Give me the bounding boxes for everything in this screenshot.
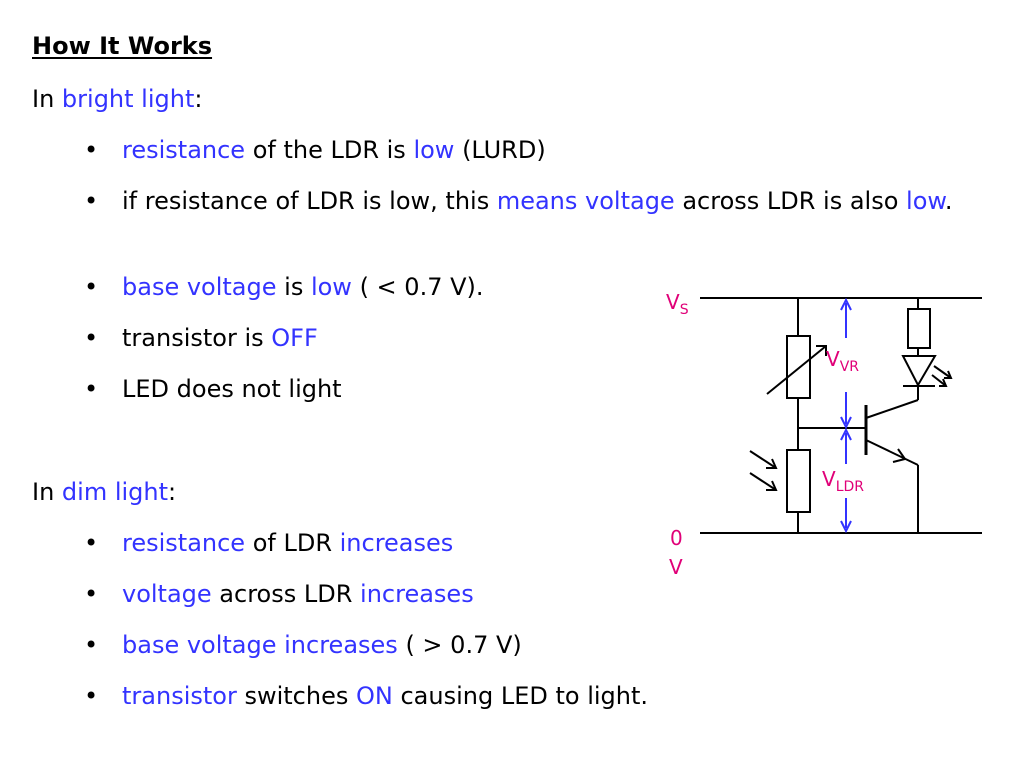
bullet-icon: • [84,187,99,215]
text-run: of LDR [245,529,340,557]
bullet-text: base voltage is low ( < 0.7 V). [122,270,484,304]
text-run: switches [236,682,356,710]
highlighted-term: OFF [271,324,318,352]
bullet-text: resistance of LDR increases [122,526,453,560]
text-run: (LURD) [454,136,546,164]
arrow-down-icon [840,520,852,534]
highlighted-term: voltage [122,580,212,608]
bullet-icon: • [84,136,99,164]
led-resistor [907,308,931,349]
bullet-icon: • [84,580,99,608]
section-intro-dim-light: In dim light: [32,475,176,509]
bullet-icon: • [84,631,99,659]
text-run: across LDR is also [674,187,907,215]
intro-suffix: : [168,478,177,506]
vvr-label: VVR [826,347,859,375]
highlighted-term: resistance [122,136,246,164]
vldr-label: VLDR [822,467,864,495]
led-light-arrowhead-icon [944,370,953,379]
highlighted-term: low [906,187,945,215]
highlighted-term: resistance [122,529,246,557]
highlighted-term: ON [356,682,393,710]
text-run: if resistance of LDR is low, this [122,187,497,215]
variable-resistor-arrowhead [816,345,827,356]
highlighted-term: base voltage [122,273,277,301]
highlighted-term: base voltage increases [122,631,398,659]
text-run: . [944,187,953,215]
variable-resistor [786,335,811,399]
bullet-text: resistance of the LDR is low (LURD) [122,133,546,167]
intro-prefix: In [32,85,62,113]
text-run: causing LED to light. [392,682,649,710]
bullet-text: voltage across LDR increases [122,577,474,611]
bullet-text: base voltage increases ( > 0.7 V) [122,628,522,662]
bullet-icon: • [84,529,99,557]
arrow-up-icon [840,427,852,441]
led-icon [901,355,937,388]
transistor-emitter [865,439,919,466]
zero-volt-label-line2: V [669,555,683,579]
bullet-icon: • [84,682,99,710]
text-run: across LDR [211,580,361,608]
led-light-arrow-icon [931,374,947,387]
arrow-up-icon [840,297,852,311]
ldr [786,449,811,513]
text-run: is [276,273,311,301]
highlighted-term: low [413,136,455,164]
bullet-text: if resistance of LDR is low, this means … [122,184,1002,218]
bullet-text: transistor is OFF [122,321,318,355]
intro-highlight: bright light [61,85,195,113]
transistor-collector [865,399,919,419]
arrow-down-icon [840,416,852,430]
light-arrowhead-icon [766,458,778,469]
page-title: How It Works [32,32,213,60]
led-light-arrowhead-icon [939,378,948,387]
light-arrow-icon [749,472,777,491]
highlighted-term: increases [339,529,454,557]
text-run: transistor is [122,324,272,352]
section-intro-bright-light: In bright light: [32,82,202,116]
intro-highlight: dim light [61,478,169,506]
intro-prefix: In [32,478,62,506]
intro-suffix: : [194,85,203,113]
text-run: LED does not light [122,375,342,403]
bullet-icon: • [84,324,99,352]
bullet-icon: • [84,375,99,403]
highlighted-term: low [310,273,352,301]
highlighted-term: transistor [122,682,237,710]
bullet-text: transistor switches ON causing LED to li… [122,679,648,713]
bullet-icon: • [84,273,99,301]
text-run: ( > 0.7 V) [397,631,522,659]
bullet-text: LED does not light [122,372,342,406]
variable-resistor-arrow [766,345,827,395]
led-light-arrow-icon [933,365,952,379]
light-arrowhead-icon [766,480,778,491]
highlighted-term: means voltage [496,187,675,215]
vs-label: VS [666,290,689,318]
text-run: ( < 0.7 V). [351,273,484,301]
emitter-arrow-icon [892,448,907,463]
light-arrow-icon [749,450,777,469]
text-run: of the LDR is [245,136,414,164]
highlighted-term: increases [360,580,474,608]
zero-volt-label-line1: 0 [670,526,683,550]
